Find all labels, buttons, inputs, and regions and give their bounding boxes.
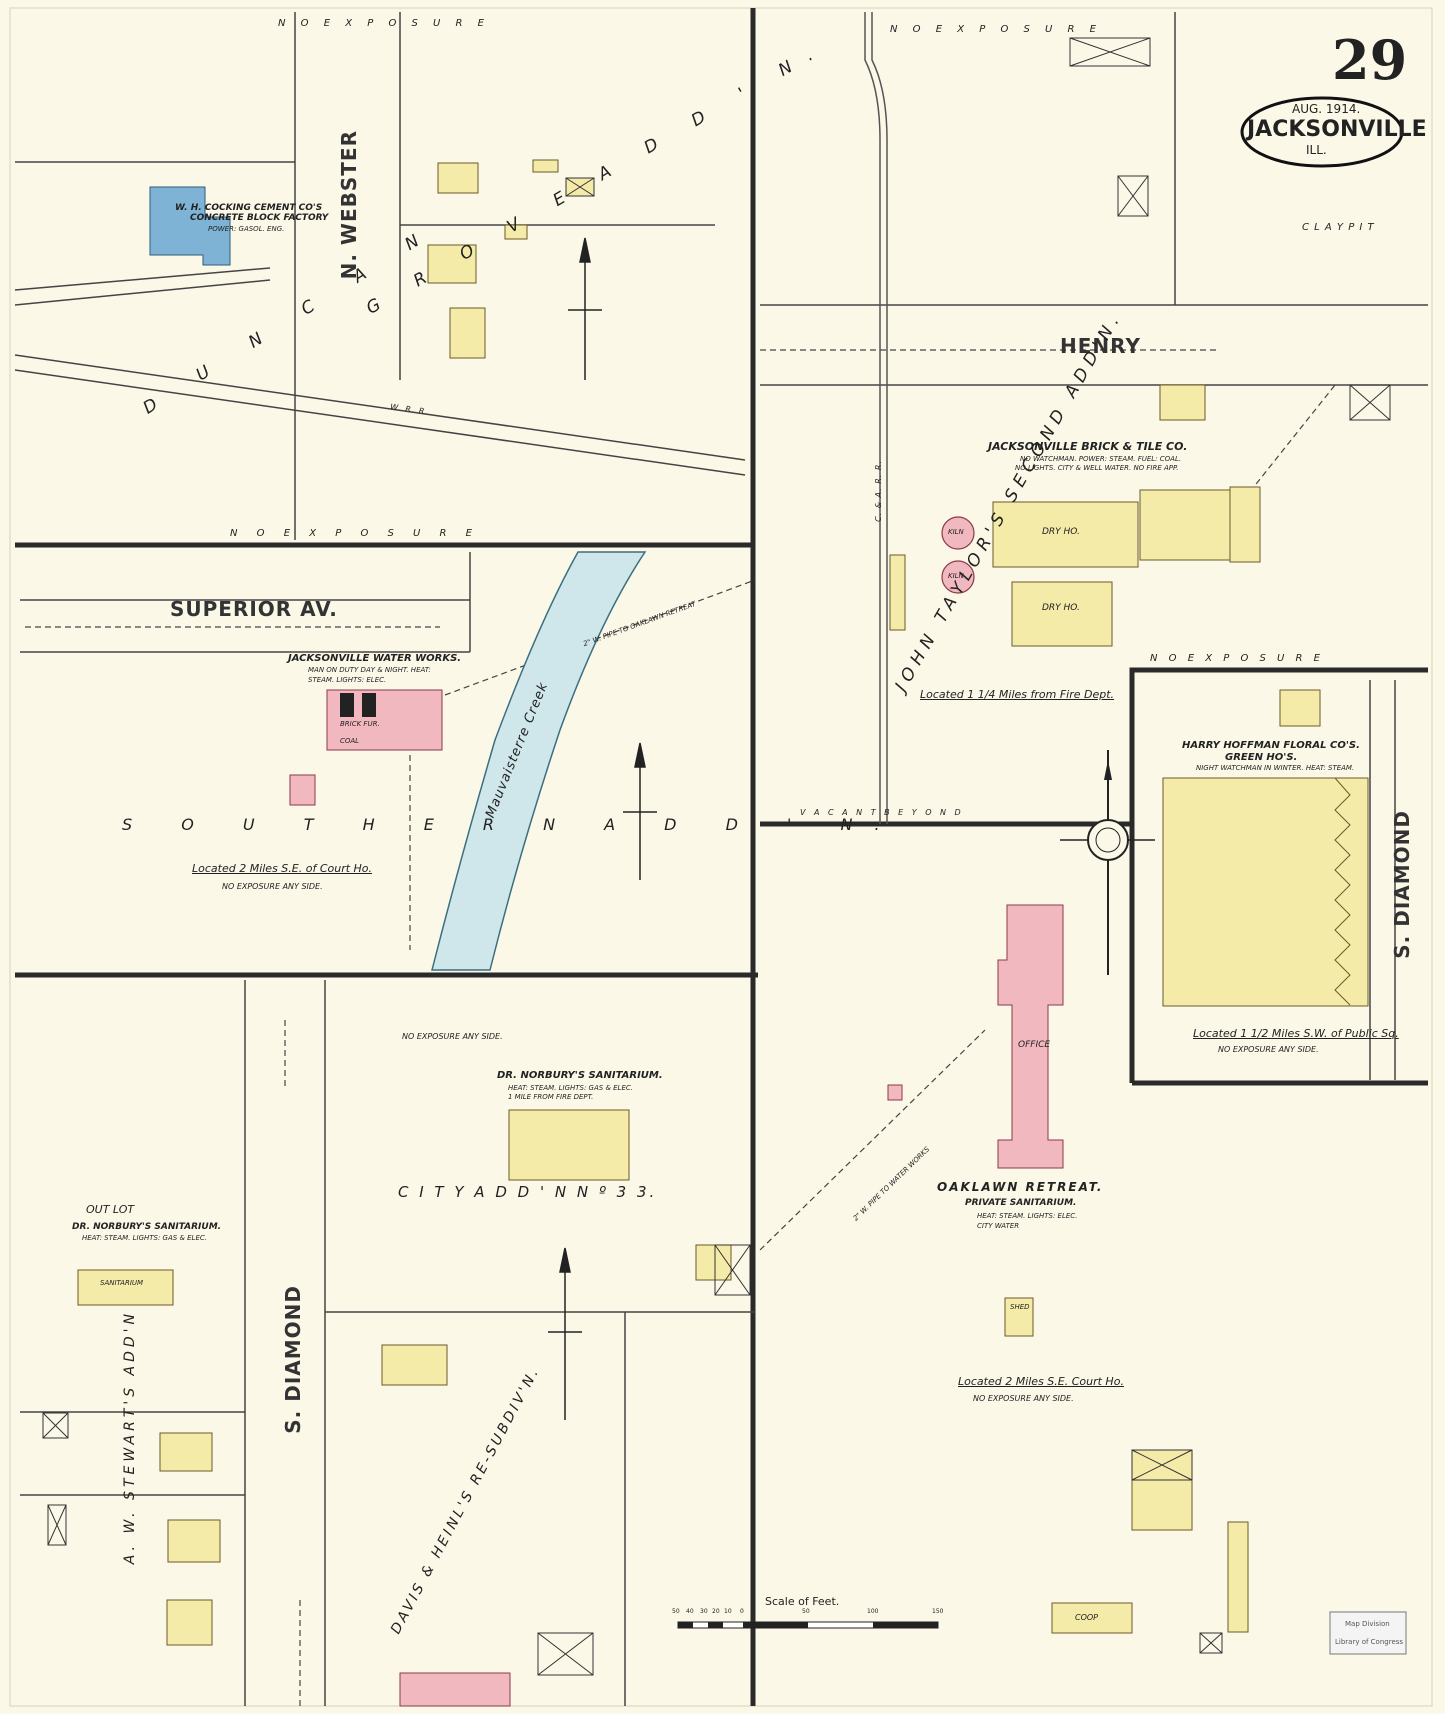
- no-exposure-brick: N O E X P O S U R E: [1150, 653, 1324, 664]
- city-addition: C I T Y A D D ' N N º 3 3.: [398, 1183, 658, 1201]
- cement-co-title: W. H. COCKING CEMENT CO'S: [175, 203, 323, 213]
- clay-pit: C L A Y P I T: [1302, 222, 1375, 233]
- hoffman-title2: GREEN HO'S.: [1225, 752, 1298, 763]
- scale-tick: 50: [802, 1608, 810, 1615]
- scale-tick: 30: [700, 1608, 708, 1615]
- mauvaisterre-creek: [431, 551, 647, 971]
- sanitarium-label: SANITARIUM: [100, 1279, 144, 1287]
- scale-tick: 0: [740, 1608, 744, 1615]
- scale-ticks: 50 40 30 20 10 0 50 100 150: [672, 1608, 952, 1620]
- street-henry: HENRY: [1060, 334, 1141, 358]
- water-works-location: Located 2 Miles S.E. of Court Ho.: [192, 862, 373, 875]
- scale-bar: [677, 1621, 939, 1629]
- southern-addition: S O U T H E R N A D D ' N.: [122, 815, 902, 834]
- scale-tick: 40: [686, 1608, 694, 1615]
- oaklawn-exposure: NO EXPOSURE ANY SIDE.: [973, 1394, 1074, 1403]
- stewart-addition: A. W. STEWART'S ADD'N: [122, 1310, 138, 1565]
- boilers: [340, 693, 376, 717]
- no-exposure-top-right: N O E X P O S U R E: [890, 24, 1102, 35]
- scale-tick: 150: [932, 1608, 944, 1615]
- sheet-state: ILL.: [1306, 143, 1327, 157]
- water-works-title: JACKSONVILLE WATER WORKS.: [288, 653, 462, 664]
- oaklawn-title2: PRIVATE SANITARIUM.: [965, 1198, 1077, 1208]
- shed-label: SHED: [1010, 1303, 1030, 1311]
- greenhouse-ridges: [1334, 777, 1351, 1006]
- panel-dividers: [15, 8, 1428, 1706]
- brick-fur-label: BRICK FUR.: [340, 720, 380, 728]
- dry-ho-2: DRY HO.: [1042, 603, 1080, 613]
- street-n-webster: N. WEBSTER: [337, 130, 361, 280]
- water-works-exposure: NO EXPOSURE ANY SIDE.: [222, 882, 323, 891]
- scale-tick: 100: [867, 1608, 879, 1615]
- railroad-tracks: [864, 12, 888, 824]
- street-s-diamond-right: S. DIAMOND: [1390, 810, 1414, 959]
- sheet-date: AUG. 1914.: [1292, 102, 1361, 116]
- cement-co-note: POWER: GASOL. ENG.: [208, 225, 285, 233]
- norbury-title: DR. NORBURY'S SANITARIUM.: [497, 1070, 663, 1081]
- north-arrows: [548, 237, 657, 1420]
- scale-label: Scale of Feet.: [765, 1595, 840, 1608]
- norbury-note2: 1 MILE FROM FIRE DEPT.: [508, 1093, 594, 1101]
- oaklawn-location: Located 2 Miles S.E. Court Ho.: [958, 1375, 1124, 1388]
- scale-tick: 20: [712, 1608, 720, 1615]
- kiln-1: KILN: [948, 528, 964, 536]
- outlot-sanitarium: DR. NORBURY'S SANITARIUM.: [72, 1222, 222, 1232]
- water-works-note2: STEAM. LIGHTS: ELEC.: [308, 676, 387, 684]
- sheet-city: JACKSONVILLE: [1247, 117, 1427, 142]
- outlot-note: HEAT: STEAM. LIGHTS: GAS & ELEC.: [82, 1234, 207, 1242]
- street-superior: SUPERIOR AV.: [170, 597, 338, 621]
- sheet-number: 29: [1332, 28, 1408, 92]
- no-exposure-top-left: N O E X P O S U R E: [278, 18, 490, 29]
- brick-tile-title: JACKSONVILLE BRICK & TILE CO.: [988, 440, 1188, 453]
- library-stamp: [1329, 1611, 1407, 1655]
- brick-tile-note1: NO WATCHMAN. POWER: STEAM. FUEL: COAL.: [1020, 455, 1182, 463]
- oaklawn-note: HEAT: STEAM. LIGHTS: ELEC.: [977, 1212, 1078, 1220]
- hoffman-title: HARRY HOFFMAN FLORAL CO'S.: [1182, 740, 1360, 751]
- oaklawn-office: OFFICE: [1018, 1040, 1051, 1050]
- brick-tile-note2: NO LIGHTS. CITY & WELL WATER. NO FIRE AP…: [1015, 464, 1179, 472]
- stamp-line-1: Map Division: [1345, 1620, 1390, 1628]
- brick-buildings: [289, 689, 1064, 1707]
- outlot-label: OUT LOT: [86, 1203, 135, 1216]
- scale-tick: 50: [672, 1608, 680, 1615]
- x-marked-structures: [42, 37, 1391, 1676]
- hoffman-note: NIGHT WATCHMAN IN WINTER. HEAT: STEAM.: [1196, 764, 1355, 772]
- sheet-border: [9, 7, 1433, 1707]
- street-lines: [14, 12, 1428, 1706]
- compass-rose: [1060, 750, 1155, 975]
- car-label: C. & A. R. R.: [874, 460, 883, 522]
- stamp-line-2: Library of Congress: [1335, 1638, 1404, 1646]
- scale-tick: 10: [724, 1608, 732, 1615]
- dry-ho-1: DRY HO.: [1042, 527, 1080, 537]
- title-cartouche: [1240, 96, 1404, 168]
- kiln-2: KILN: [948, 572, 964, 580]
- concrete-buildings: [149, 186, 231, 266]
- street-s-diamond-left: S. DIAMOND: [281, 1285, 305, 1434]
- cement-co-title2: CONCRETE BLOCK FACTORY: [190, 213, 329, 223]
- hoffman-exposure: NO EXPOSURE ANY SIDE.: [1218, 1045, 1319, 1054]
- coal-label: COAL: [340, 737, 360, 745]
- norbury-note: HEAT: STEAM. LIGHTS: GAS & ELEC.: [508, 1084, 633, 1092]
- no-exposure-mid-left: N O E X P O S U R E: [230, 528, 480, 539]
- coop-label: COOP: [1075, 1613, 1099, 1622]
- no-exposure-any-side-top: NO EXPOSURE ANY SIDE.: [402, 1032, 503, 1041]
- hoffman-location: Located 1 1/2 Miles S.W. of Public Sq.: [1193, 1027, 1399, 1040]
- water-pipes: [25, 349, 1336, 1706]
- brick-location: Located 1 1/4 Miles from Fire Dept.: [920, 688, 1115, 701]
- kilns: [941, 516, 975, 594]
- frame-buildings: [77, 159, 1369, 1646]
- oaklawn-note2: CITY WATER: [977, 1222, 1020, 1230]
- oaklawn-title: OAKLAWN RETREAT.: [937, 1180, 1104, 1194]
- vacant-beyond: V A C A N T B E Y O N D: [800, 808, 964, 817]
- water-works-note1: MAN ON DUTY DAY & NIGHT. HEAT:: [308, 666, 431, 674]
